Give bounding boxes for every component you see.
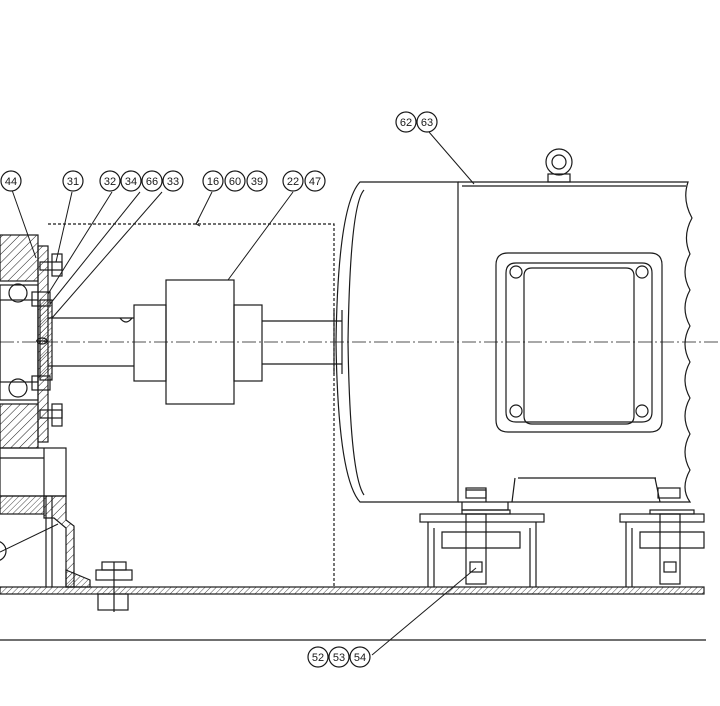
- callout-number: 32: [104, 176, 116, 188]
- callout-number: 54: [354, 652, 366, 664]
- callout-62-63: 62 63: [395, 111, 438, 133]
- callout-22-47: 22 47: [282, 170, 326, 192]
- callout-number: 47: [309, 176, 321, 188]
- callout-balloon: [328, 646, 350, 668]
- foundation-bolt-pump: [95, 561, 133, 612]
- coupling-guard-outline: [48, 223, 335, 587]
- callout-balloon: [0, 170, 22, 192]
- callout-number: 62: [400, 117, 412, 129]
- callout-number: 33: [167, 176, 179, 188]
- callout-balloon: [202, 170, 224, 192]
- callout-31: 31: [62, 170, 84, 192]
- callout-balloon: [99, 170, 121, 192]
- callout-balloon: [246, 170, 268, 192]
- motor-shaft: [262, 310, 343, 374]
- callout-number: 63: [421, 117, 433, 129]
- leader-lines: [0, 131, 477, 656]
- callout-balloon: [416, 111, 438, 133]
- partial-callout-balloon: [0, 541, 7, 561]
- pump-bracket: [0, 447, 91, 588]
- base-rail: [0, 586, 706, 641]
- callout-balloon: [62, 170, 84, 192]
- callout-balloon: [141, 170, 163, 192]
- bearing-housing: [0, 234, 63, 449]
- callout-number: 34: [125, 176, 137, 188]
- callout-balloon: [282, 170, 304, 192]
- callout-balloon: [224, 170, 246, 192]
- callout-balloon: [395, 111, 417, 133]
- motor-pedestal-left: [419, 513, 545, 587]
- callout-balloon: [162, 170, 184, 192]
- callout-52-53-54: 52 53 54: [307, 646, 371, 668]
- callout-balloon: [304, 170, 326, 192]
- callout-number: 22: [287, 176, 299, 188]
- pump-shaft: [48, 317, 134, 367]
- callout-number: 52: [312, 652, 324, 664]
- callout-balloon: [307, 646, 329, 668]
- callout-balloon: [349, 646, 371, 668]
- callout-number: 39: [251, 176, 263, 188]
- callout-number: 44: [5, 176, 17, 188]
- callout-number: 31: [67, 176, 79, 188]
- callout-number: 53: [333, 652, 345, 664]
- motor-pedestal-right: [619, 513, 705, 587]
- callout-number: 66: [146, 176, 158, 188]
- callout-32-34-66-33: 32 34 66 33: [99, 170, 184, 192]
- callout-number: 60: [229, 176, 241, 188]
- callout-16-60-39: 16 60 39: [202, 170, 268, 192]
- callout-balloon: [120, 170, 142, 192]
- motor: [335, 148, 695, 515]
- coupling: [133, 279, 263, 405]
- callout-number: 16: [207, 176, 219, 188]
- callout-44: 44: [0, 170, 22, 192]
